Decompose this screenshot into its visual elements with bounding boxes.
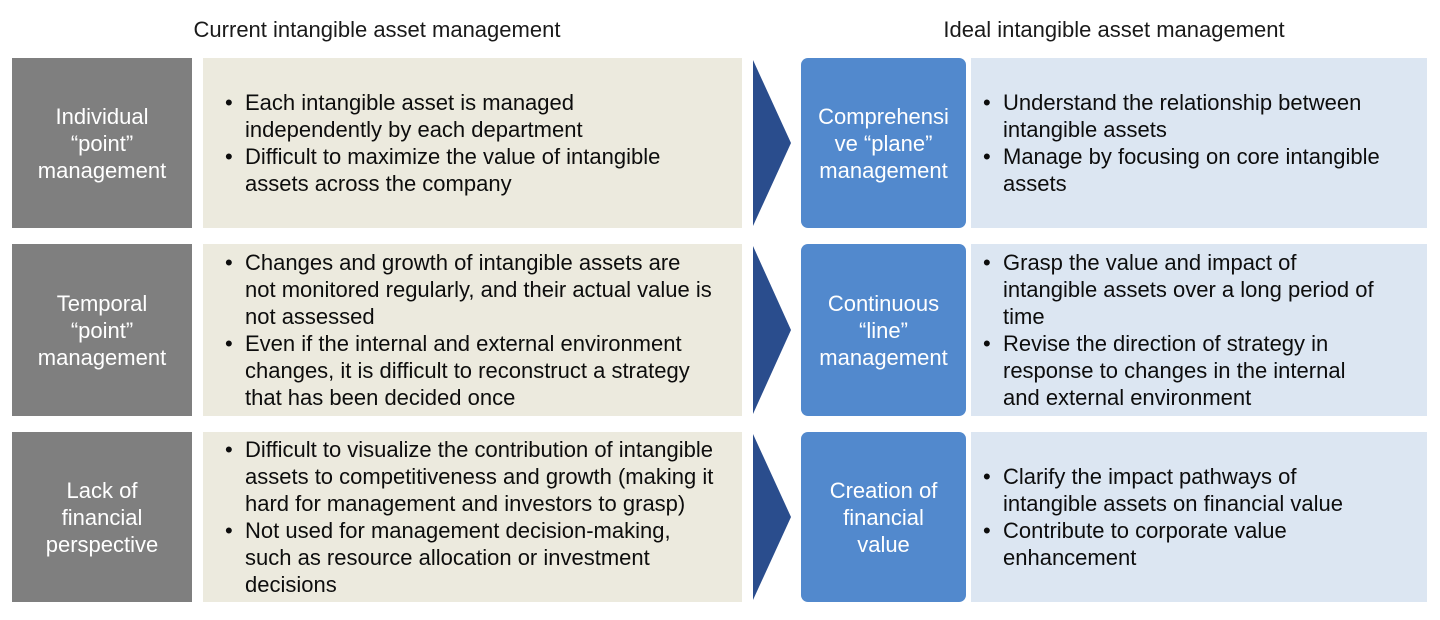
list-item: • Revise the direction of strategy in re…: [983, 330, 1383, 411]
bullet-text: Even if the internal and external enviro…: [245, 331, 690, 410]
list-item: • Even if the internal and external envi…: [225, 330, 715, 411]
bullet-icon: •: [225, 144, 233, 169]
bullet-icon: •: [225, 250, 233, 275]
bullet-text: Clarify the impact pathways of intangibl…: [1003, 464, 1344, 516]
ideal-column-title: Ideal intangible asset management: [943, 17, 1285, 42]
bullet-text: Difficult to visualize the contribution …: [245, 437, 714, 516]
ideal-label-box: Continuous “line” management: [801, 244, 966, 416]
transition-arrow-zone: [742, 244, 801, 416]
list-item: • Difficult to maximize the value of int…: [225, 143, 715, 197]
transition-arrow-zone: [742, 58, 801, 228]
bullet-text: Manage by focusing on core intangible as…: [1003, 144, 1380, 196]
ideal-points-box: • Grasp the value and impact of intangib…: [971, 244, 1427, 416]
bullet-icon: •: [225, 90, 233, 115]
bullet-text: Understand the relationship between inta…: [1003, 90, 1362, 142]
column-headers: Current intangible asset management Idea…: [12, 14, 1440, 58]
list-item: • Clarify the impact pathways of intangi…: [983, 463, 1383, 517]
bullet-icon: •: [983, 331, 991, 356]
bullet-text: Not used for management decision-making,…: [245, 518, 671, 597]
bullet-icon: •: [983, 518, 991, 543]
ideal-label-box: Creation of financial value: [801, 432, 966, 602]
ideal-points-box: • Clarify the impact pathways of intangi…: [971, 432, 1427, 602]
current-points-box: • Each intangible asset is managed indep…: [203, 58, 742, 228]
list-item: • Not used for management decision-makin…: [225, 517, 715, 598]
list-item: • Grasp the value and impact of intangib…: [983, 249, 1383, 330]
bullet-icon: •: [983, 250, 991, 275]
ideal-points-box: • Understand the relationship between in…: [971, 58, 1427, 228]
bullet-text: Contribute to corporate value enhancemen…: [1003, 518, 1287, 570]
bullet-text: Changes and growth of intangible assets …: [245, 250, 712, 329]
list-item: • Manage by focusing on core intangible …: [983, 143, 1383, 197]
diagram-row-financial-perspective: Lack of financial perspective • Difficul…: [12, 432, 1440, 602]
list-item: • Contribute to corporate value enhancem…: [983, 517, 1383, 571]
current-column-title: Current intangible asset management: [193, 17, 561, 42]
header-spacer: [742, 14, 801, 58]
current-label-box: Individual “point” management: [12, 58, 192, 228]
current-label-box: Temporal “point” management: [12, 244, 192, 416]
bullet-icon: •: [983, 144, 991, 169]
bullet-text: Grasp the value and impact of intangible…: [1003, 250, 1374, 329]
current-points-box: • Difficult to visualize the contributio…: [203, 432, 742, 602]
bullet-icon: •: [225, 331, 233, 356]
list-item: • Understand the relationship between in…: [983, 89, 1383, 143]
list-item: • Changes and growth of intangible asset…: [225, 249, 715, 330]
ideal-label-box: Comprehensi ve “plane” management: [801, 58, 966, 228]
bullet-icon: •: [983, 90, 991, 115]
list-item: • Difficult to visualize the contributio…: [225, 436, 715, 517]
current-label-box: Lack of financial perspective: [12, 432, 192, 602]
bullet-text: Difficult to maximize the value of intan…: [245, 144, 661, 196]
bullet-text: Revise the direction of strategy in resp…: [1003, 331, 1346, 410]
right-arrow-icon: [753, 246, 791, 414]
bullet-icon: •: [225, 437, 233, 462]
diagram-row-temporal-point: Temporal “point” management • Changes an…: [12, 244, 1440, 416]
bullet-icon: •: [225, 518, 233, 543]
right-arrow-icon: [753, 60, 791, 226]
current-points-box: • Changes and growth of intangible asset…: [203, 244, 742, 416]
transition-arrow-zone: [742, 432, 801, 602]
diagram-row-individual-point: Individual “point” management • Each int…: [12, 58, 1440, 228]
list-item: • Each intangible asset is managed indep…: [225, 89, 715, 143]
bullet-icon: •: [983, 464, 991, 489]
bullet-text: Each intangible asset is managed indepen…: [245, 90, 583, 142]
right-arrow-icon: [753, 434, 791, 600]
